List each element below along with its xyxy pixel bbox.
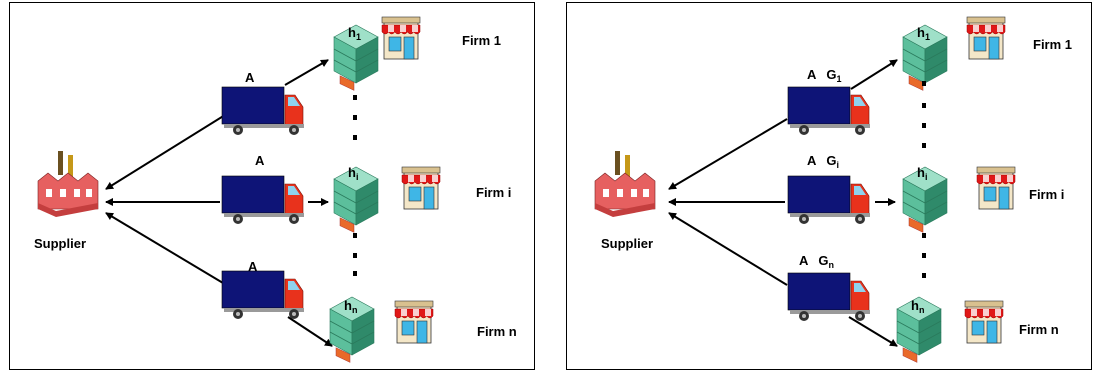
truck-1-route: [105, 59, 329, 190]
firm-i-label: Firm i: [1029, 187, 1064, 202]
firm-i-label: Firm i: [476, 185, 511, 200]
truck-icon-1: [221, 86, 305, 136]
store-icon-i: [401, 166, 441, 210]
firm-1-label: Firm 1: [1033, 37, 1072, 52]
truck-1-route: [668, 59, 898, 190]
truck-icon-i: [221, 175, 305, 225]
truck-icon-n: [221, 270, 305, 320]
factory-icon: [37, 150, 99, 218]
warehouse-n-label: hn: [911, 298, 924, 315]
supplier-label: Supplier: [601, 236, 653, 251]
store-icon-i: [976, 166, 1016, 210]
truck-n-label: A: [248, 259, 258, 274]
firm-n-label: Firm n: [477, 324, 517, 339]
truck-1-label: A: [245, 70, 255, 85]
store-icon-n: [394, 300, 434, 344]
store-icon-n: [964, 300, 1004, 344]
firm-n-label: Firm n: [1019, 322, 1059, 337]
firm-1-label: Firm 1: [462, 33, 501, 48]
warehouse-1-label: h1: [348, 25, 361, 42]
ellipsis-top: [922, 81, 926, 148]
truck-n-route: [105, 212, 333, 347]
warehouse-n-label: hn: [344, 298, 357, 315]
warehouse-i-label: hi: [917, 165, 927, 182]
truck-n-route: [668, 212, 898, 347]
supplier-label: Supplier: [34, 236, 86, 251]
store-icon-1: [381, 16, 421, 60]
truck-icon-1: [787, 86, 871, 136]
truck-i-label: A: [255, 153, 265, 168]
diagram-panel-left: Supplier A A A h1 hi hn: [9, 2, 535, 370]
truck-icon-i: [787, 175, 871, 225]
ellipsis-top: [353, 95, 357, 140]
ellipsis-bottom: [922, 233, 926, 278]
factory-icon: [594, 150, 656, 218]
store-icon-1: [966, 16, 1006, 60]
left-diagram-svg: Supplier A A A h1 hi hn: [34, 16, 517, 363]
warehouse-i-label: hi: [348, 165, 358, 182]
ellipsis-bottom: [353, 233, 357, 276]
warehouse-1-label: h1: [917, 25, 930, 42]
truck-icon-n: [787, 272, 871, 322]
